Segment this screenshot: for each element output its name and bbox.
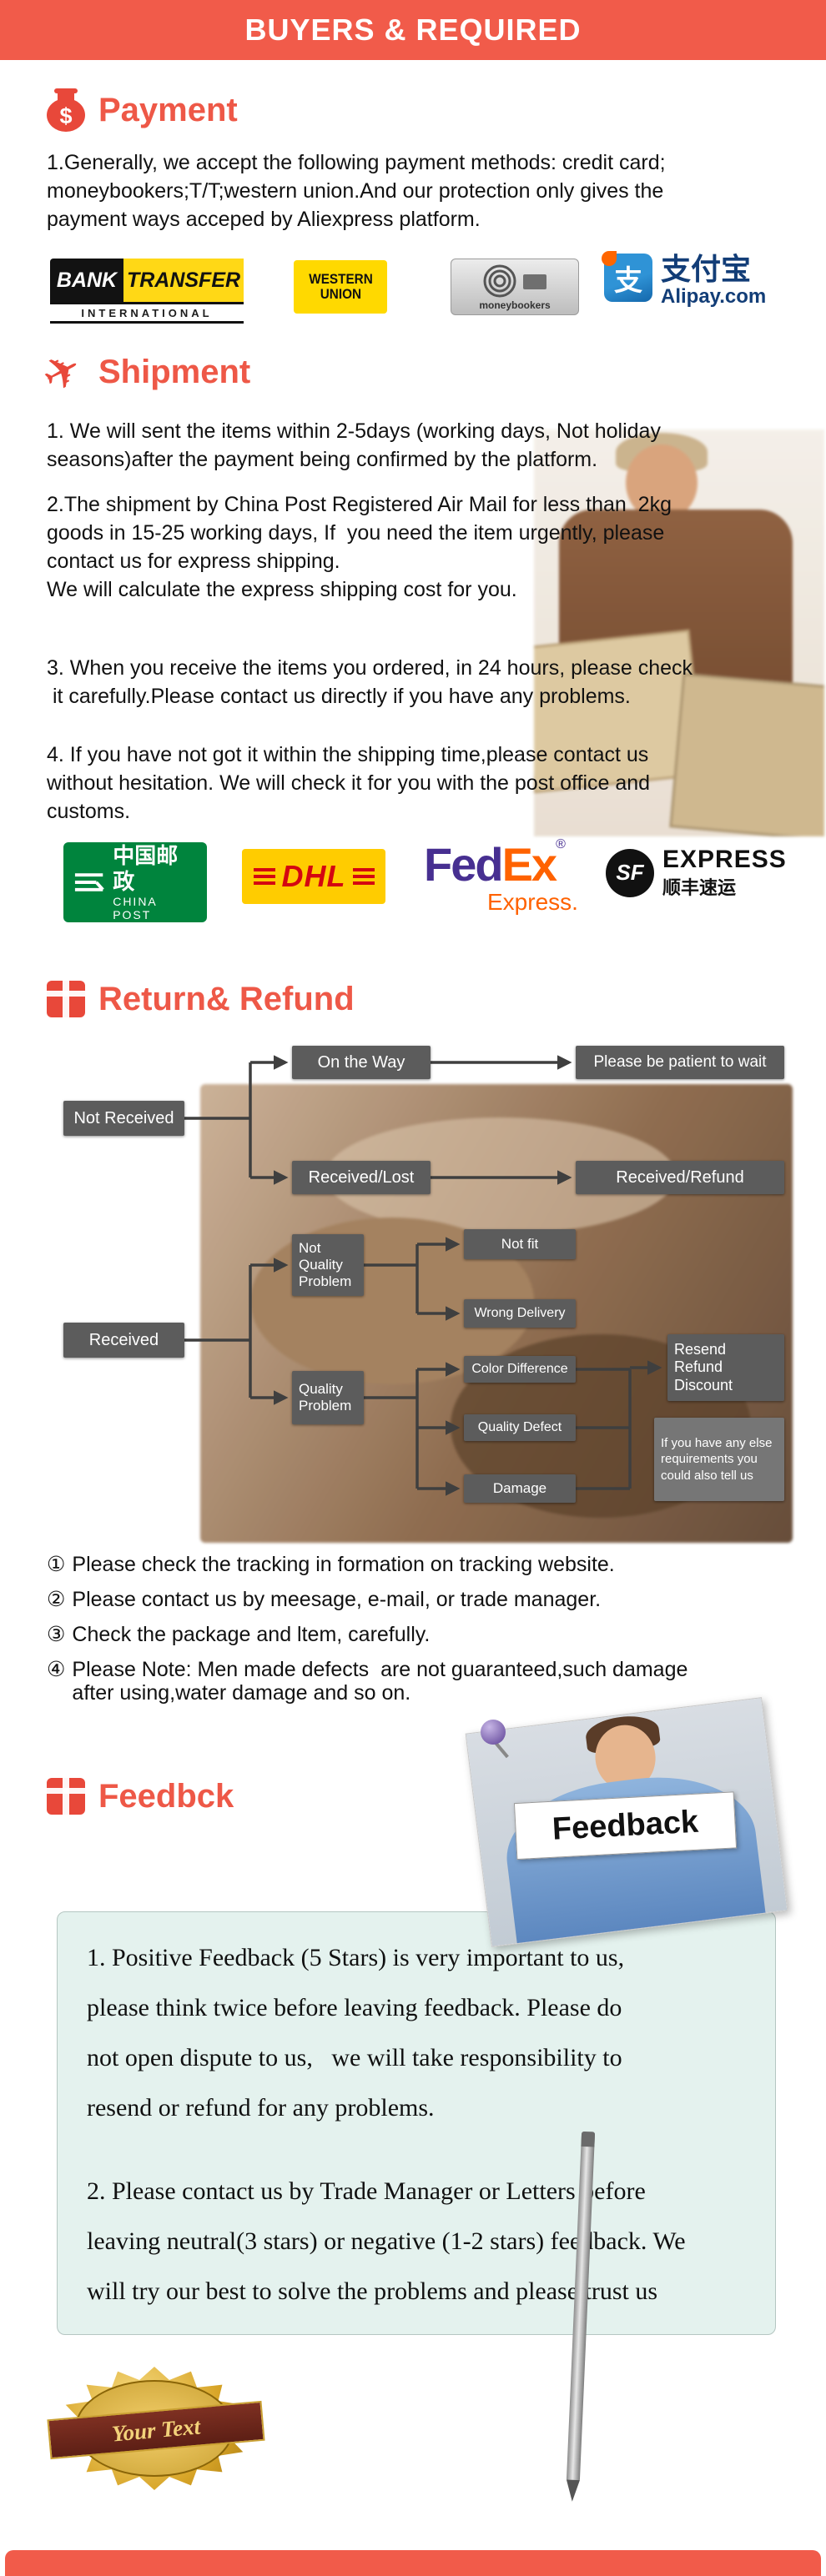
fedex-registered-mark: ® <box>556 837 566 851</box>
flow-box-received-lost: Received/Lost <box>292 1161 431 1194</box>
dhl-logo: DHL <box>242 849 385 904</box>
flow-box-resend-refund-discount: Resend Refund Discount <box>667 1334 784 1401</box>
page-title: BUYERS & REQUIRED <box>244 13 582 47</box>
feedback-parcel-icon <box>47 1778 85 1815</box>
shipment-paragraph-1: 1. We will sent the items within 2-5days… <box>47 419 661 471</box>
return-note-2-text: Please contact us by meesage, e-mail, or… <box>72 1588 602 1611</box>
flow-box-received: Received <box>63 1323 184 1358</box>
alipay-icon: 支 <box>602 251 652 302</box>
feedback-sign: Feedback <box>513 1791 738 1860</box>
footer-bar <box>5 2550 821 2576</box>
sf-monogram-icon: SF <box>606 848 654 897</box>
bank-transfer-logo-transfer: TRANSFER <box>123 259 244 302</box>
moneybookers-label: moneybookers <box>479 299 551 311</box>
return-note-1: ① Please check the tracking in formation… <box>47 1553 789 1576</box>
flow-box-not-fit: Not fit <box>464 1229 576 1259</box>
western-union-line2: UNION <box>320 286 361 302</box>
pushpin-icon <box>481 1720 509 1759</box>
flow-box-damage: Damage <box>464 1474 576 1503</box>
alipay-glyph: 支 <box>614 264 642 297</box>
feedback-section-title: Feedbck <box>98 1778 234 1815</box>
moneybookers-logo: moneybookers <box>451 259 579 315</box>
return-parcel-icon <box>47 981 85 1017</box>
flow-box-not-received: Not Received <box>63 1101 184 1136</box>
flow-box-wrong-delivery: Wrong Delivery <box>464 1299 576 1328</box>
delivery-person-photo <box>534 429 824 836</box>
return-note-3-text: Check the package and ltem, carefully. <box>72 1623 431 1646</box>
flow-box-received-refund: Received/Refund <box>576 1161 784 1194</box>
sf-express-text: EXPRESS <box>662 846 787 873</box>
return-note-4-text: Please Note: Men made defects are not gu… <box>72 1658 688 1705</box>
payment-description: 1.Generally, we accept the following pay… <box>47 151 666 231</box>
circled-2-icon: ② <box>47 1588 66 1611</box>
dhl-stripes-left-icon <box>253 868 275 885</box>
sf-express-logo: SF EXPRESS 顺丰速运 <box>606 846 787 900</box>
fedex-fed-text: Fed <box>424 838 504 891</box>
china-post-cn-text: 中国邮政 <box>113 842 179 894</box>
return-note-1-text: Please check the tracking in formation o… <box>72 1553 615 1576</box>
dhl-wordmark: DHL <box>281 859 346 893</box>
feedback-text-box <box>57 1911 776 2335</box>
return-note-2: ② Please contact us by meesage, e-mail, … <box>47 1588 789 1611</box>
fedex-express-text: Express. <box>487 889 578 915</box>
shipment-paragraph-4: 4. If you have not got it within the shi… <box>47 743 651 823</box>
payment-section-title: Payment <box>98 92 238 128</box>
header-banner: BUYERS & REQUIRED <box>0 0 826 60</box>
dhl-stripes-right-icon <box>352 868 375 885</box>
fedex-ex-text: Ex <box>501 838 557 891</box>
shipment-section-title: Shipment <box>98 354 251 390</box>
fedex-logo: FedEx® Express. <box>424 837 591 921</box>
shipment-paragraph-2: 2.The shipment by China Post Registered … <box>47 493 672 601</box>
airplane-icon: ✈ <box>33 341 91 404</box>
flow-box-not-quality-problem: Not Quality Problem <box>292 1234 364 1296</box>
feedback-paragraph-2: 2. Please contact us by Trade Manager or… <box>87 2177 686 2305</box>
circled-1-icon: ① <box>47 1553 66 1576</box>
flow-box-else-note: If you have any else requirements you co… <box>654 1418 784 1501</box>
bank-transfer-logo: BANK TRANSFER INTERNATIONAL <box>50 259 244 325</box>
shipment-paragraph-3: 3. When you receive the items you ordere… <box>47 656 693 708</box>
feedback-photo: Feedback <box>465 1697 788 1947</box>
flow-box-quality-defect: Quality Defect <box>464 1414 576 1441</box>
china-post-logo: 中国邮政 CHINA POST <box>63 842 207 922</box>
bank-transfer-logo-international: INTERNATIONAL <box>50 302 244 324</box>
china-post-en-text: CHINA POST <box>113 895 157 922</box>
moneybookers-rings-icon <box>483 264 546 298</box>
china-post-emblem-icon <box>74 873 104 891</box>
return-note-3: ③ Check the package and ltem, carefully. <box>47 1623 789 1646</box>
alipay-en-text: Alipay.com <box>661 284 767 308</box>
alipay-logo: 支 支付宝 Alipay.com <box>602 251 767 309</box>
flow-box-be-patient: Please be patient to wait <box>576 1046 784 1079</box>
western-union-logo: WESTERN UNION <box>294 260 387 314</box>
western-union-line1: WESTERN <box>308 270 373 287</box>
feedback-paragraph-1: 1. Positive Feedback (5 Stars) is very i… <box>87 1944 625 2122</box>
alipay-cn-text: 支付宝 <box>661 252 752 286</box>
dollar-icon: $ <box>59 103 73 128</box>
flow-box-color-difference: Color Difference <box>464 1356 576 1383</box>
circled-4-icon: ④ <box>47 1658 66 1681</box>
bank-transfer-logo-bank: BANK <box>50 259 123 302</box>
return-note-4: ④ Please Note: Men made defects are not … <box>47 1658 789 1705</box>
sf-cn-text: 顺丰速运 <box>662 877 737 898</box>
payment-money-bag-icon: $ <box>47 88 85 132</box>
circled-3-icon: ③ <box>47 1623 66 1646</box>
return-section-title: Return& Refund <box>98 981 355 1017</box>
your-text-badge: Your Text <box>47 2367 265 2490</box>
flow-box-quality-problem: Quality Problem <box>292 1371 364 1424</box>
flow-box-on-the-way: On the Way <box>292 1046 431 1079</box>
